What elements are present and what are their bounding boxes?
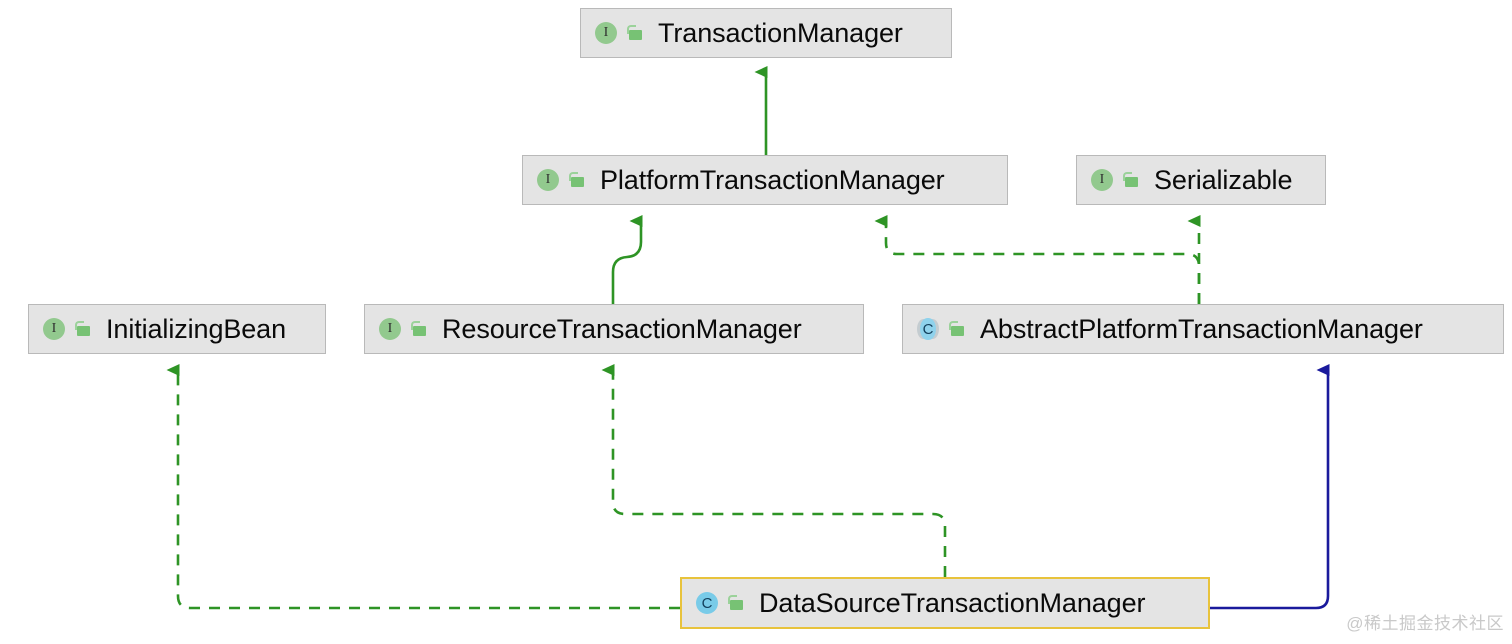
- node-datasource-transaction-manager[interactable]: C DataSourceTransactionManager: [680, 577, 1210, 629]
- node-label: Serializable: [1154, 164, 1293, 195]
- unlock-icon: [1120, 169, 1142, 191]
- edge-aptm-to-ptm: [874, 215, 1201, 304]
- node-serializable[interactable]: I Serializable: [1076, 155, 1326, 205]
- watermark-text: @稀土掘金技术社区: [1346, 614, 1504, 633]
- edge-dstm-to-rtm: [601, 364, 947, 577]
- node-initializing-bean[interactable]: I InitializingBean: [28, 304, 326, 354]
- interface-icon: I: [535, 167, 561, 193]
- unlock-icon: [566, 169, 588, 191]
- interface-icon: I: [593, 20, 619, 46]
- interface-icon: I: [377, 316, 403, 342]
- abstract-class-icon: C: [915, 316, 941, 342]
- node-label: ResourceTransactionManager: [442, 313, 802, 344]
- unlock-icon: [72, 318, 94, 340]
- class-icon: C: [694, 590, 720, 616]
- node-label: InitializingBean: [106, 313, 287, 344]
- edge-rtm-to-ptm: [611, 215, 643, 304]
- node-platform-transaction-manager[interactable]: I PlatformTransactionManager: [522, 155, 1008, 205]
- node-label: PlatformTransactionManager: [600, 164, 945, 195]
- edge-dstm-to-aptm: [1210, 364, 1330, 610]
- node-abstract-platform-transaction-manager[interactable]: C AbstractPlatformTransactionManager: [902, 304, 1504, 354]
- node-label: AbstractPlatformTransactionManager: [980, 313, 1423, 344]
- unlock-icon: [946, 318, 968, 340]
- node-label: DataSourceTransactionManager: [759, 587, 1146, 618]
- interface-icon: I: [41, 316, 67, 342]
- unlock-icon: [624, 22, 646, 44]
- unlock-icon: [725, 592, 747, 614]
- unlock-icon: [408, 318, 430, 340]
- node-resource-transaction-manager[interactable]: I ResourceTransactionManager: [364, 304, 864, 354]
- node-transaction-manager[interactable]: I TransactionManager: [580, 8, 952, 58]
- node-label: TransactionManager: [658, 17, 903, 48]
- edge-dstm-to-ib: [166, 364, 680, 610]
- interface-icon: I: [1089, 167, 1115, 193]
